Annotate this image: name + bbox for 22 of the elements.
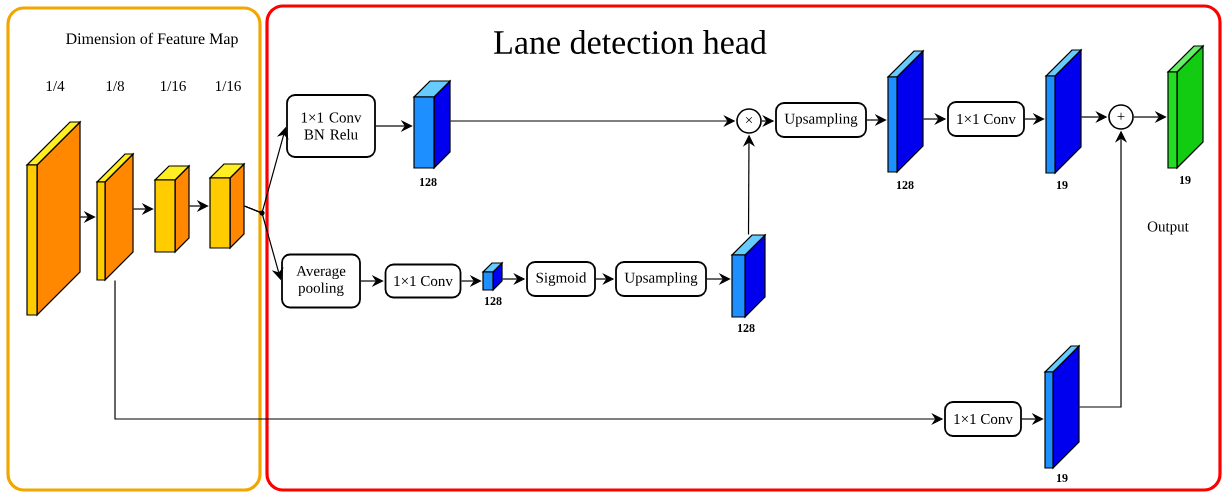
scale-label: 1/16 <box>216 81 241 92</box>
process-box: Average pooling <box>281 253 361 309</box>
scale-label: 1/8 <box>106 80 125 92</box>
process-box: Upsampling <box>615 261 707 297</box>
process-box: 1×1 Conv <box>947 101 1025 137</box>
size-label: 19 <box>1057 180 1068 190</box>
process-box: Sigmoid <box>526 261 596 297</box>
process-box: 1×1 Conv BN Relu <box>286 94 376 158</box>
panel-title: Lane detection head <box>494 30 767 54</box>
size-label: 128 <box>738 323 755 333</box>
scale-label: 1/16 <box>161 81 186 92</box>
scale-label: 1/4 <box>46 81 65 92</box>
size-label: 128 <box>897 180 914 190</box>
panel-heading: Dimension of Feature Map <box>66 32 238 48</box>
process-box: Upsampling <box>775 102 867 138</box>
size-label: 19 <box>1180 175 1191 185</box>
process-box: 1×1 Conv <box>944 401 1022 437</box>
size-label: 128 <box>485 296 502 306</box>
process-box: 1×1 Conv <box>384 263 462 299</box>
output-label: Output <box>1147 221 1189 235</box>
size-label: 128 <box>420 177 437 187</box>
size-label: 19 <box>1057 473 1068 483</box>
